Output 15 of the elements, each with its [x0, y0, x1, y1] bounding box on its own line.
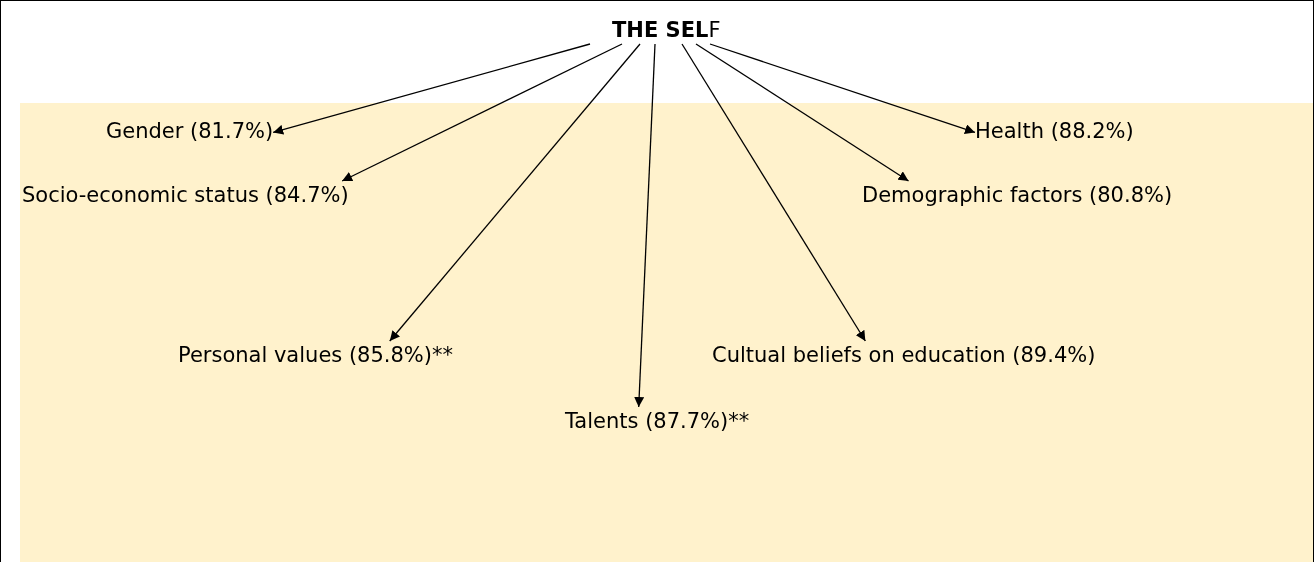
arrow [389, 43, 641, 342]
arrow [695, 43, 910, 182]
arrow [341, 43, 623, 182]
arrow [272, 43, 591, 135]
arrow [634, 43, 656, 408]
arrow [681, 43, 866, 342]
factor-label: Cultual beliefs on education (89.4%) [712, 343, 1096, 367]
arrow [709, 43, 976, 134]
factor-label: Personal values (85.8%)** [178, 343, 454, 367]
factor-label: Gender (81.7%) [106, 119, 274, 143]
title-label: THE SELF [612, 18, 721, 42]
factor-label: Demographic factors (80.8%) [862, 183, 1173, 207]
factor-label: Socio-economic status (84.7%) [22, 183, 349, 207]
factor-label: Talents (87.7%)** [565, 409, 750, 433]
factor-label: Health (88.2%) [975, 119, 1134, 143]
